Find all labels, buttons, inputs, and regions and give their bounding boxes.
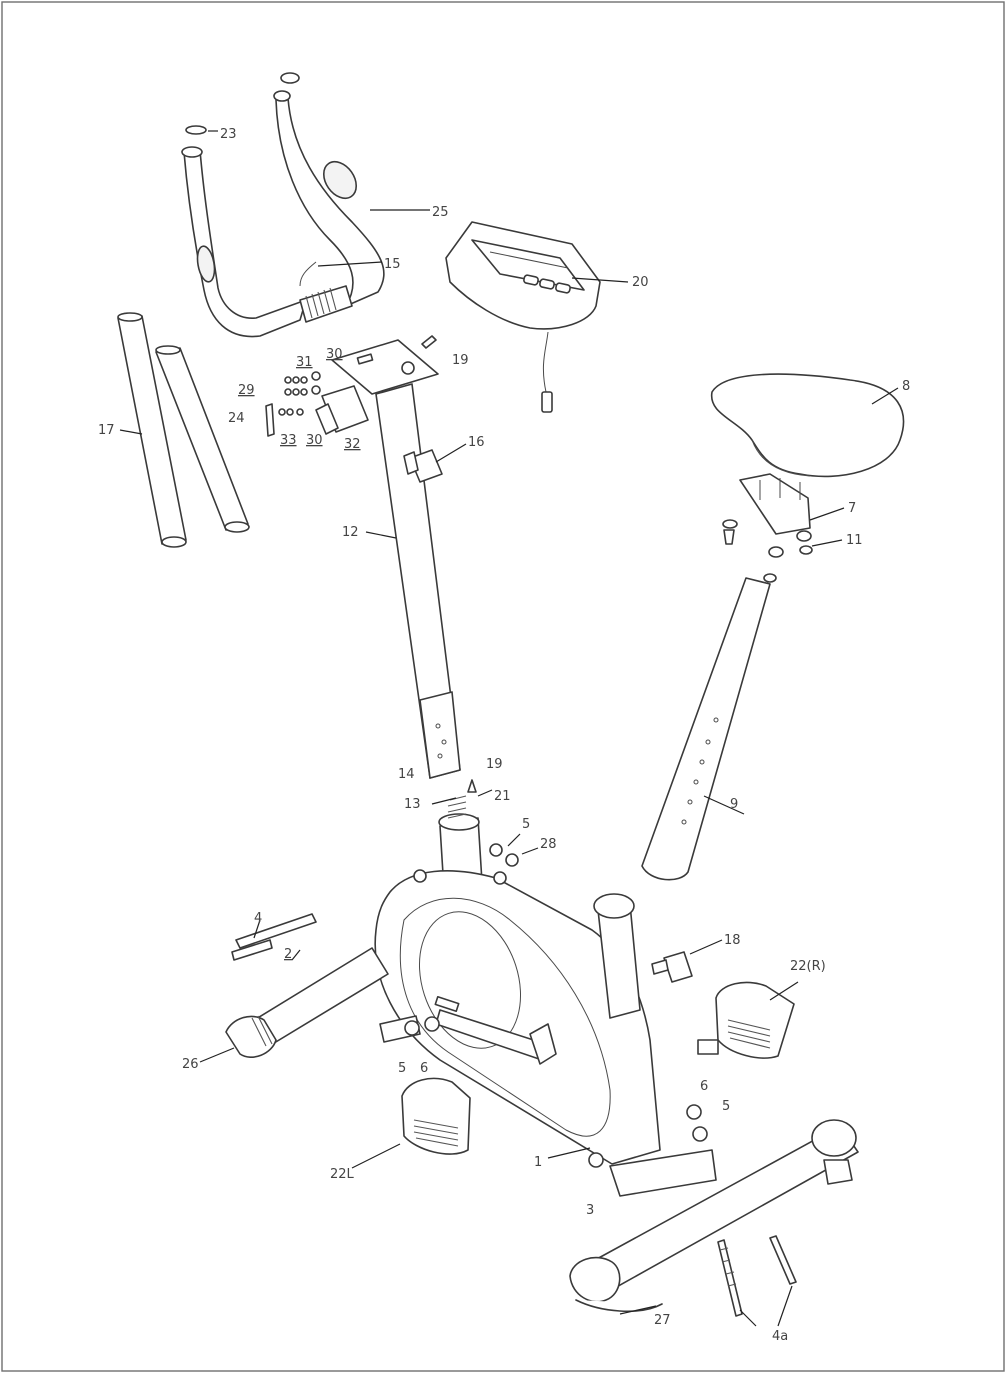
callout-27: 27 [654,1313,671,1328]
bracket-screws [265,371,321,437]
callout-11: 11 [846,533,863,548]
main-frame [374,779,717,1197]
rear-stabilizer [569,1119,859,1317]
callout-31: 31 [296,355,313,370]
callout-21: 21 [494,789,511,804]
front-stabilizer [225,913,389,1058]
callout-8: 8 [902,379,910,394]
callout-4a: 4a [772,1329,788,1344]
callout-18: 18 [724,933,741,948]
callout-28: 28 [540,837,557,852]
callout-26: 26 [182,1057,199,1072]
callout-32: 32 [344,437,361,452]
callout-22R: 22(R) [790,959,826,974]
console [445,221,601,413]
handlebar-post [265,335,461,779]
leader-lines [119,130,899,1327]
callout-2: 2 [284,947,292,962]
callout-17: 17 [98,423,115,438]
callout-15: 15 [384,257,401,272]
callout-1: 1 [534,1155,542,1170]
callout-23: 23 [220,127,237,142]
pedal-right [697,981,795,1059]
callout-19-top: 19 [452,353,469,368]
callout-14: 14 [398,767,415,782]
callout-25: 25 [432,205,449,220]
callout-4: 4 [254,911,262,926]
callout-13: 13 [404,797,421,812]
callout-6-right: 6 [700,1079,708,1094]
tension-knob [651,951,693,983]
callout-30-top: 30 [326,347,343,362]
callout-29: 29 [238,383,255,398]
callout-5-left: 5 [398,1061,406,1076]
callout-24: 24 [228,411,245,426]
callout-33: 33 [280,433,297,448]
callout-labels: 23 25 15 20 31 30 29 19 24 33 30 32 16 1… [98,127,910,1344]
handlebar [181,72,385,338]
callout-19-bottom: 19 [486,757,503,772]
callout-9: 9 [730,797,738,812]
callout-6-left: 6 [420,1061,428,1076]
foam-grips [117,312,250,548]
callout-7: 7 [848,501,856,516]
end-cap-right [280,72,300,84]
callout-22L: 22L [330,1167,355,1182]
pedal-left [401,1077,471,1155]
callout-3: 3 [586,1203,594,1218]
callout-5-right: 5 [722,1099,730,1114]
callout-20: 20 [632,275,649,290]
seat-assembly [641,373,905,881]
callout-5-top: 5 [522,817,530,832]
callout-30-bottom: 30 [306,433,323,448]
end-cap-23 [185,125,207,135]
callout-16: 16 [468,435,485,450]
callout-12: 12 [342,525,359,540]
